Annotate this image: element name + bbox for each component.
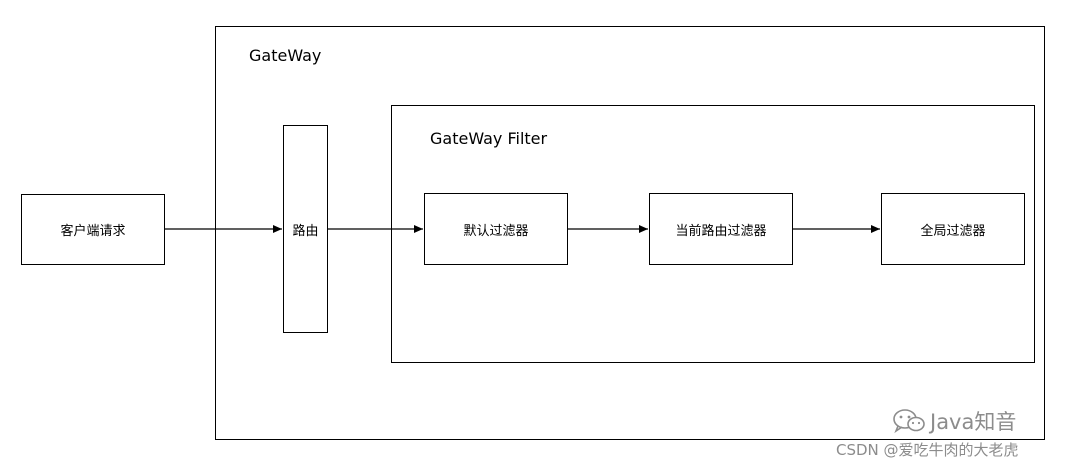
default-filter-node: 默认过滤器 (424, 193, 568, 265)
watermark-source: CSDN @爱吃牛肉的大老虎 (836, 441, 1019, 459)
watermark-brand-text: Java知音 (930, 410, 1017, 434)
router-label: 路由 (292, 223, 319, 239)
router-node: 路由 (283, 125, 328, 333)
wechat-icon (892, 408, 926, 434)
global-filter-node: 全局过滤器 (881, 193, 1025, 265)
watermark-brand: Java知音 (892, 406, 1016, 436)
current-route-filter-label: 当前路由过滤器 (675, 223, 767, 239)
current-route-filter-node: 当前路由过滤器 (649, 193, 793, 265)
client-request-label: 客户端请求 (60, 224, 126, 239)
default-filter-label: 默认过滤器 (463, 223, 529, 239)
client-request-node: 客户端请求 (21, 194, 165, 265)
gateway-filter-container-label: GateWay Filter (430, 129, 548, 148)
gateway-container-label: GateWay (249, 46, 322, 65)
global-filter-label: 全局过滤器 (920, 223, 986, 239)
